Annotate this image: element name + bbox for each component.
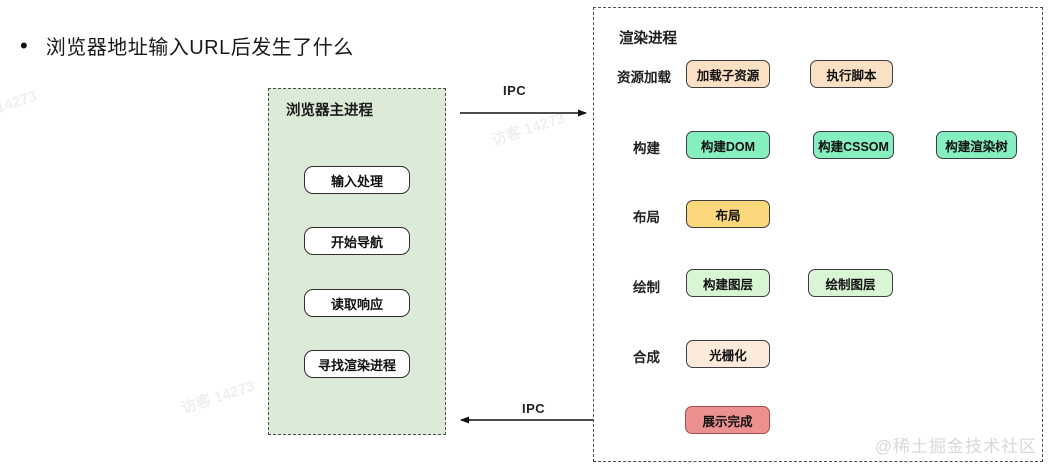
render-process-title: 渲染进程 <box>619 31 677 47</box>
row-label-layout: 布局 <box>633 210 660 225</box>
bullet-point: • <box>20 32 28 58</box>
browser-process-container: 浏览器主进程 <box>268 88 446 435</box>
step-input-processing: 输入处理 <box>304 166 410 194</box>
node-build-dom: 构建DOM <box>686 131 770 159</box>
watermark: 访客 14273 <box>179 377 257 418</box>
node-build-layers: 构建图层 <box>686 269 770 297</box>
row-label-build: 构建 <box>633 141 660 156</box>
node-paint-layers: 绘制图层 <box>808 269 893 297</box>
row-label-composite: 合成 <box>633 350 660 365</box>
node-execute-script: 执行脚本 <box>810 60 893 88</box>
step-read-response: 读取响应 <box>304 289 410 317</box>
watermark: 访客 14273 <box>489 109 567 150</box>
node-build-cssom: 构建CSSOM <box>813 131 894 159</box>
node-rasterize: 光栅化 <box>686 340 770 368</box>
step-find-render-process: 寻找渲染进程 <box>304 350 410 378</box>
node-display-complete: 展示完成 <box>685 406 770 434</box>
page-title: 浏览器地址输入URL后发生了什么 <box>45 37 354 59</box>
row-label-resource-loading: 资源加载 <box>617 70 671 85</box>
watermark: 访客 14273 <box>0 87 39 128</box>
row-label-paint: 绘制 <box>633 280 660 295</box>
community-credit: @稀土掘金技术社区 <box>874 437 1037 456</box>
ipc-label-top: IPC <box>503 83 527 98</box>
node-build-render-tree: 构建渲染树 <box>936 131 1017 159</box>
browser-process-title: 浏览器主进程 <box>286 103 373 119</box>
step-start-navigation: 开始导航 <box>304 227 410 255</box>
title-row: • 浏览器地址输入URL后发生了什么 <box>20 31 354 60</box>
ipc-label-bottom: IPC <box>522 401 546 416</box>
node-layout: 布局 <box>686 200 770 228</box>
node-load-subresources: 加载子资源 <box>686 60 770 88</box>
